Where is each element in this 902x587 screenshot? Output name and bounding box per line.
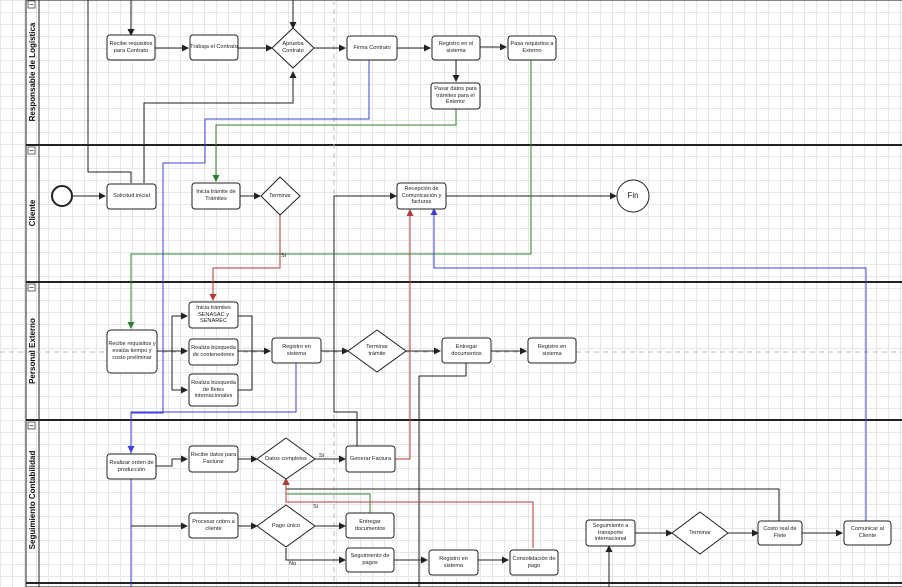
edge-entregar-down <box>418 363 467 587</box>
end-event[interactable] <box>616 179 650 213</box>
shapes <box>51 27 892 576</box>
task-seguimiento-pagos[interactable] <box>345 547 395 573</box>
task-procesar-cobro[interactable] <box>188 512 239 539</box>
lane-toggle-logistica[interactable] <box>27 0 36 9</box>
task-costo-flete[interactable] <box>757 520 803 546</box>
lane-toggle-externo[interactable] <box>27 283 36 292</box>
task-pasar-datos[interactable] <box>430 82 481 110</box>
gateway-aprueba-contrato[interactable] <box>271 27 315 69</box>
edge-terminar-senasac <box>209 215 281 301</box>
start-event[interactable] <box>51 185 73 207</box>
gateway-pago-unico[interactable] <box>256 504 316 548</box>
edge-label-si: Si <box>281 253 286 259</box>
task-trabaja-contrato[interactable] <box>189 34 239 61</box>
edge-fanout-fletes <box>171 351 188 394</box>
edge-label-si: Si <box>313 504 318 510</box>
task-registro-sistema-4[interactable] <box>428 549 479 576</box>
gateway-terminar-1[interactable] <box>260 176 301 216</box>
task-realizar-orden[interactable] <box>106 453 157 480</box>
gateway-terminar-tramite[interactable] <box>347 329 407 373</box>
task-inicia-tramite[interactable] <box>191 182 241 210</box>
task-registro-sistema-3[interactable] <box>527 337 577 364</box>
edge-registro2-down <box>130 363 297 587</box>
lane-toggle-contabilidad[interactable] <box>27 421 36 430</box>
task-inicia-senasac[interactable] <box>188 301 239 329</box>
edge-recibe-fanout <box>157 316 173 352</box>
task-firma-contrato[interactable] <box>346 35 398 61</box>
lane-label-externo: Personal Externo <box>28 318 37 384</box>
task-registro-sistema-2[interactable] <box>271 337 322 364</box>
edge-pasa-recibe <box>127 60 532 329</box>
lane-title: Personal Externo <box>28 318 37 384</box>
lane-title: Cliente <box>28 199 37 226</box>
task-entregar-documentos-1[interactable] <box>441 337 492 364</box>
edge-solicitud-aprueba <box>143 71 297 183</box>
task-recibe-requisitos[interactable] <box>106 34 156 61</box>
lane-label-cliente: Cliente <box>28 199 37 226</box>
task-generar-factura[interactable] <box>345 445 396 473</box>
edge-pasar-inicia <box>212 109 457 182</box>
task-solicitud-inicial[interactable] <box>106 183 157 210</box>
edge-consolidacion-datos <box>282 478 534 548</box>
task-recibe-datos[interactable] <box>188 445 239 473</box>
edge-comunicar-recepcion <box>430 208 867 521</box>
connectors <box>73 0 867 587</box>
edge-pago-seguimiento <box>285 548 346 564</box>
edge-entregar2-datos <box>282 478 371 513</box>
edge-generar-recepcion <box>333 192 397 446</box>
edge-senasac-join <box>238 315 253 390</box>
lane-label-contabilidad: Seguimiento Contabilidad <box>28 451 37 550</box>
lane-title: Seguimiento Contabilidad <box>28 451 37 550</box>
edge-label-no: No <box>289 561 296 567</box>
task-busqueda-fletes[interactable] <box>188 373 239 407</box>
task-registro-sistema-1[interactable] <box>431 35 481 61</box>
task-consolidacion-pago[interactable] <box>509 549 559 576</box>
edge-label-si: Si <box>319 453 324 459</box>
edge-orden-recibe <box>156 455 188 467</box>
gateway-terminar-2[interactable] <box>671 511 729 555</box>
lane-label-logistica: Responsable de Logística <box>28 22 37 121</box>
lane-title: Responsable de Logística <box>28 22 37 121</box>
task-comunicar-cliente[interactable] <box>843 520 892 546</box>
lane-toggle-cliente[interactable] <box>27 146 36 155</box>
task-busqueda-contenedores[interactable] <box>188 338 239 366</box>
gateway-datos-completos[interactable] <box>256 437 316 480</box>
edge-orden-procesar <box>130 479 188 530</box>
task-seguimiento-transporte[interactable] <box>585 519 636 547</box>
edge-generar-recepcion-red <box>395 209 414 460</box>
task-pasa-requisitos[interactable] <box>507 35 557 61</box>
edge-firma-orden <box>127 60 370 453</box>
task-recepcion[interactable] <box>396 182 447 210</box>
task-recibe-evalua[interactable] <box>106 329 158 374</box>
edge-top-solicitud <box>87 0 132 183</box>
task-entregar-documentos-2[interactable] <box>345 512 395 539</box>
